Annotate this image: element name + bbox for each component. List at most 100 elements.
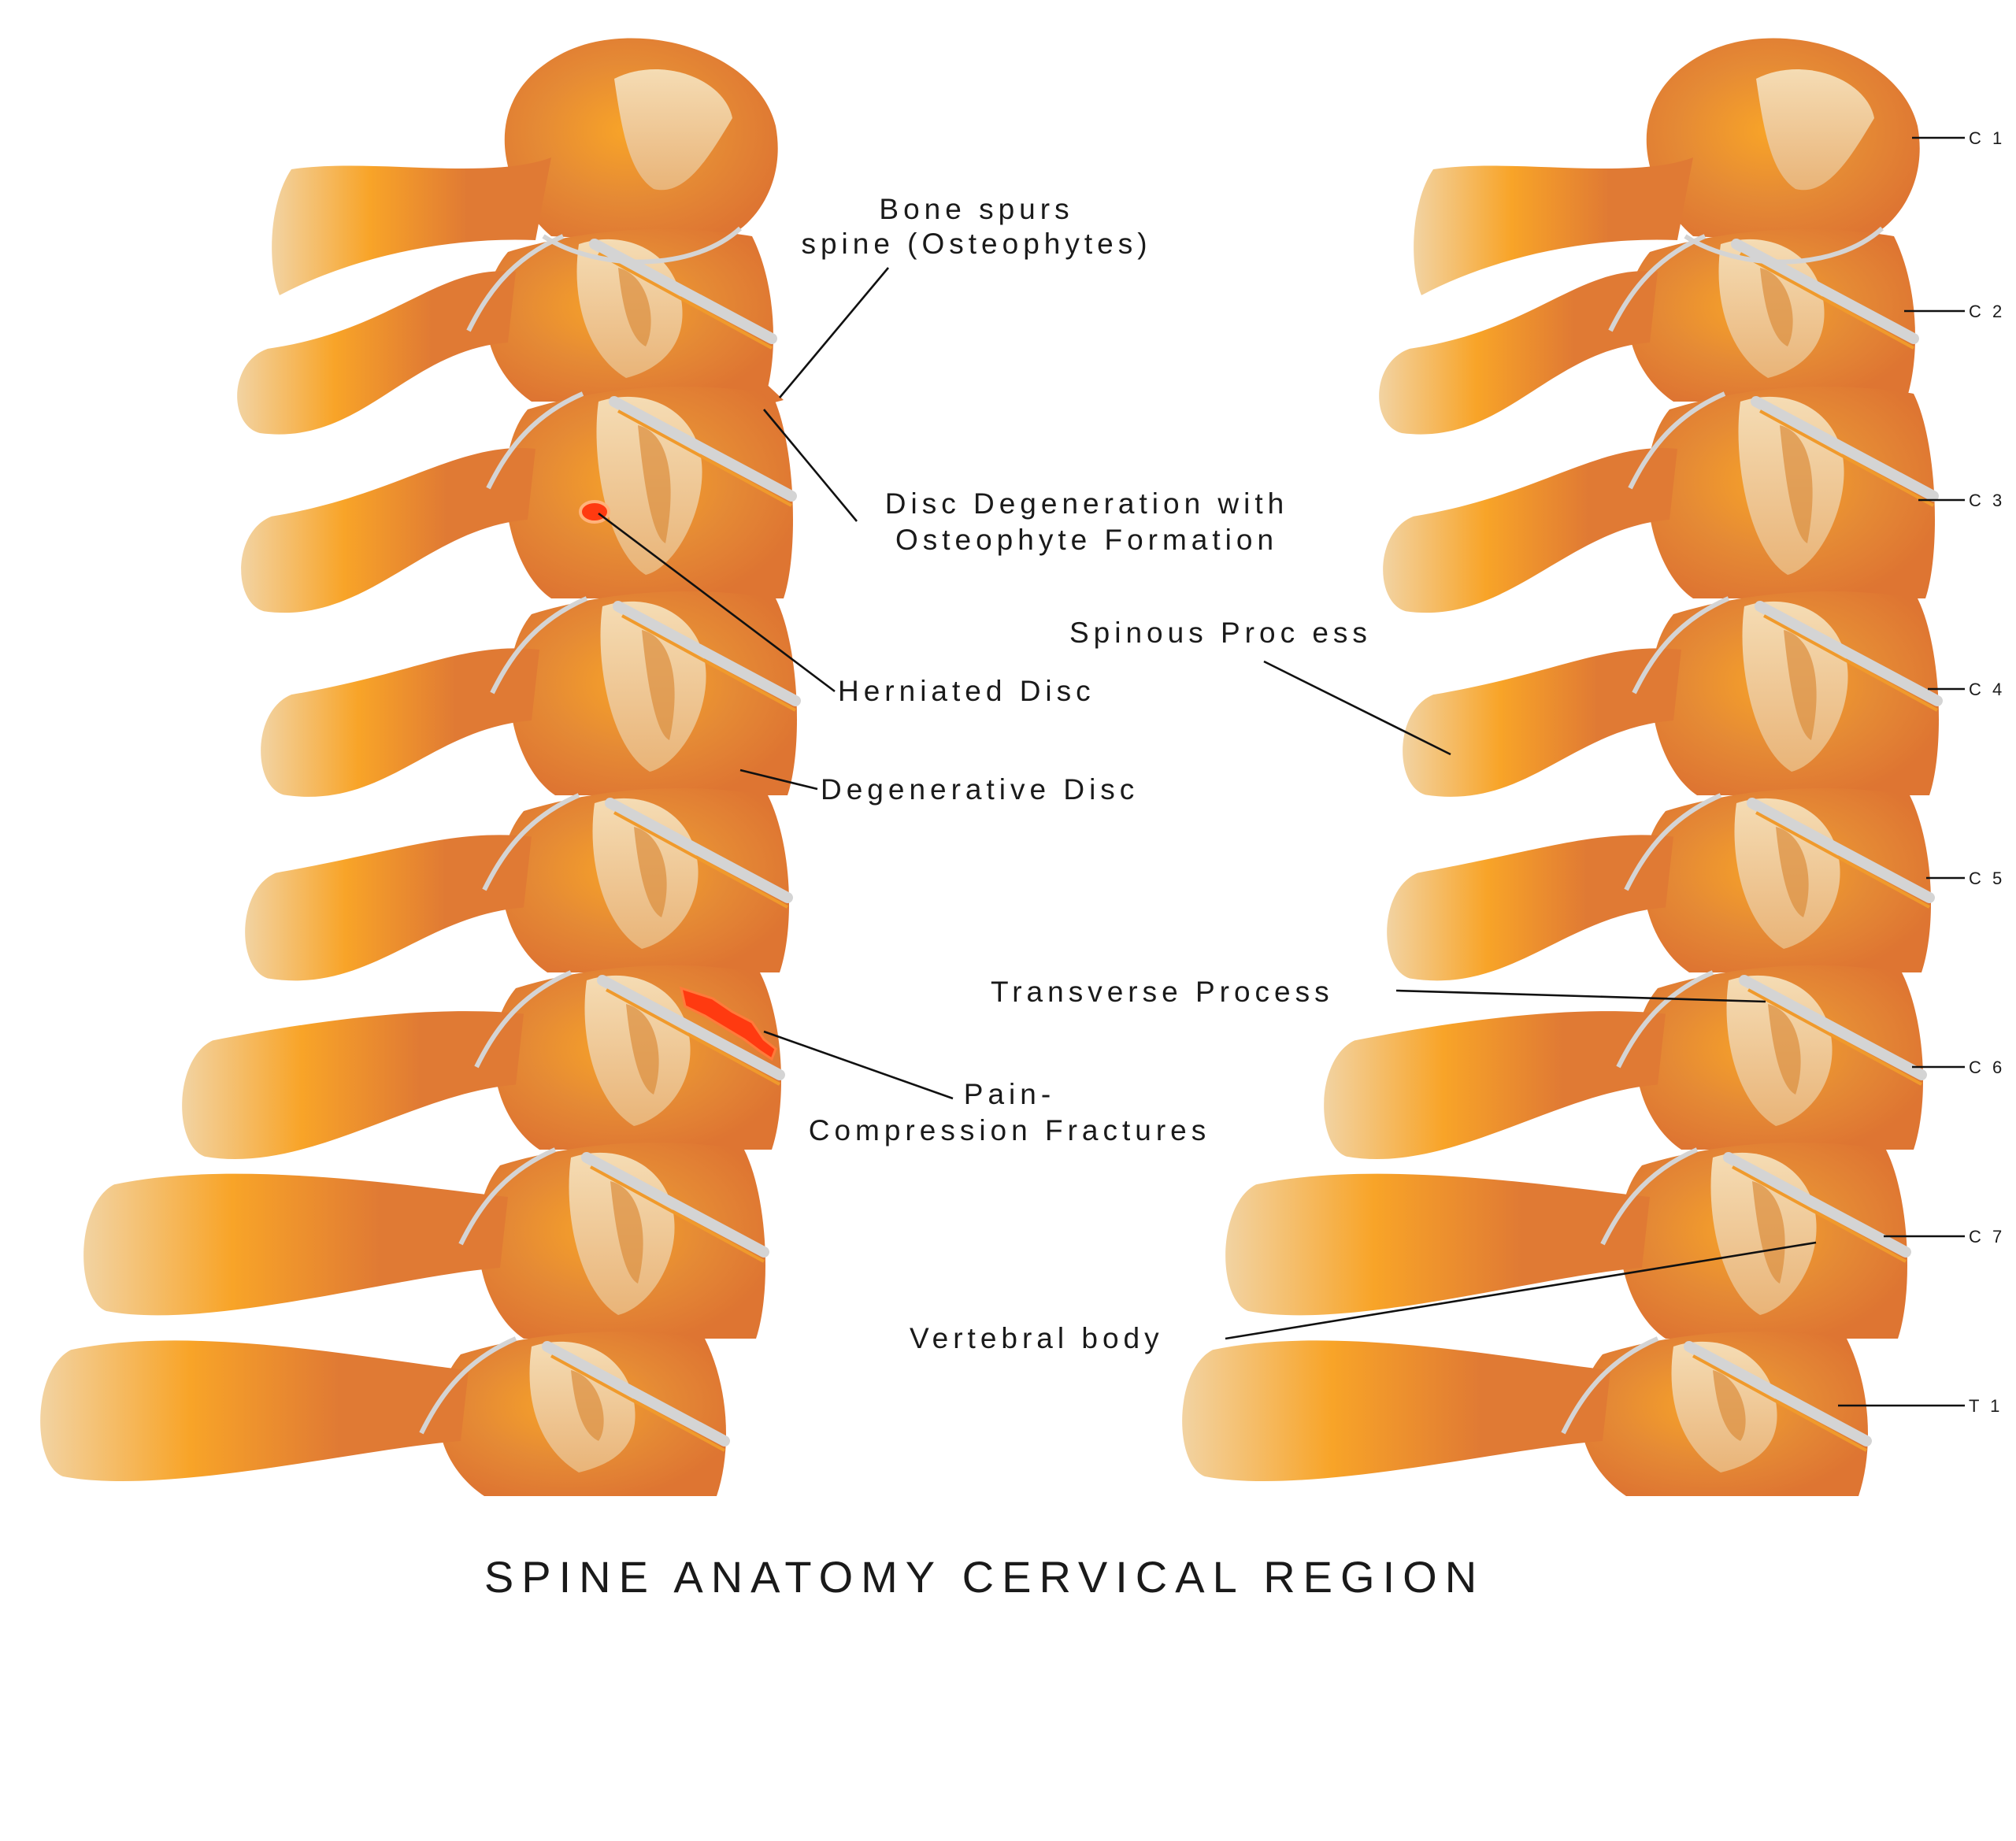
facet-joint-line — [1616, 970, 1714, 1069]
atlanto-axial-joint — [542, 226, 743, 265]
leader-vertebral-body — [1225, 1241, 1817, 1340]
intervertebral-disc — [609, 396, 797, 502]
compression-fracture-lesion — [679, 986, 777, 1061]
spinous-process-shape — [245, 835, 532, 981]
vertebra-level-label: C 4 — [1969, 680, 2005, 699]
label-transverse-process: Transverse Process — [991, 976, 1334, 1008]
vertebra-level-label: T 1 — [1969, 1396, 2003, 1416]
disc-edge — [613, 811, 788, 909]
leader-degenerative-disc — [739, 769, 818, 791]
facet-joint-line — [1624, 793, 1722, 891]
facet-shadow — [1776, 827, 1809, 917]
label-herniated-disc: Herniated Disc — [838, 675, 1095, 707]
label-compression-fractures-line2: Compression Fractures — [809, 1114, 1211, 1146]
facet-joint-line — [482, 793, 580, 891]
spinous-process-shape — [241, 448, 536, 613]
leader-bone-spurs — [779, 267, 889, 398]
spinous-process-shape — [1182, 1340, 1610, 1482]
facet-joint-line — [466, 234, 565, 332]
intervertebral-disc — [1747, 798, 1935, 903]
intervertebral-disc — [542, 1341, 730, 1446]
facet-shadow — [1713, 1370, 1746, 1441]
disc-edge — [617, 409, 792, 507]
lesion-markers — [579, 378, 784, 1061]
spinous-process-shape — [1379, 271, 1658, 435]
vertebra-level-label: C 7 — [1969, 1227, 2005, 1246]
intervertebral-disc — [1755, 601, 1943, 706]
facet-joint-line — [1608, 234, 1707, 332]
facet-joint-line — [1632, 596, 1730, 695]
disc-edge — [1740, 252, 1914, 350]
disc-edge — [590, 1165, 765, 1263]
facet-shadow — [1760, 268, 1793, 346]
intervertebral-disc — [1684, 1341, 1872, 1446]
facet-shadow — [634, 827, 667, 917]
label-spinous-process: Spinous Proc ess — [1069, 617, 1372, 649]
disc-edge — [1763, 614, 1938, 712]
disc-edge — [1755, 811, 1930, 909]
intervertebral-disc — [613, 601, 801, 706]
vertebra-level-label: C 5 — [1969, 869, 2005, 888]
disc-edge — [1692, 1354, 1867, 1452]
facet-joint-line — [474, 970, 573, 1069]
facet-shadow — [1752, 1181, 1785, 1284]
vertebra-level-label: C 6 — [1969, 1058, 2005, 1077]
spinous-process-shape — [1387, 835, 1673, 981]
label-disc-degeneration-line1: Disc Degeneration with — [885, 487, 1288, 520]
disc-edge — [606, 988, 780, 1086]
facet-joint-line — [486, 391, 584, 490]
left-leader-lines — [598, 267, 954, 1100]
label-disc-degeneration-line2: Osteophyte Formation — [895, 524, 1278, 556]
vertebra-level-label: C 1 — [1969, 128, 2005, 148]
intervertebral-disc — [1739, 975, 1927, 1080]
label-compression-fractures-line1: Pain- — [964, 1078, 1055, 1110]
leader-compression-fractures — [763, 1030, 954, 1100]
leader-spinous-process — [1263, 660, 1451, 756]
right-spine-illustration — [1182, 38, 1943, 1496]
spinous-process-shape — [40, 1340, 469, 1482]
spinous-process-shape — [1403, 648, 1681, 797]
facet-shadow — [638, 425, 671, 543]
facet-joint-line — [1628, 391, 1726, 490]
left-annotation-labels: Bone spurs spine (Osteophytes) Disc Dege… — [801, 193, 1288, 1146]
facet-shadow — [1780, 425, 1813, 543]
atlas-posterior-arch — [1414, 157, 1693, 295]
label-bone-spurs-line2: spine (Osteophytes) — [801, 228, 1151, 260]
facet-shadow — [571, 1370, 604, 1441]
label-bone-spurs-line1: Bone spurs — [879, 193, 1073, 225]
disc-edge — [598, 252, 773, 350]
facet-joint-line — [419, 1336, 517, 1435]
vertebra-level-label: C 2 — [1969, 302, 2005, 321]
disc-edge — [1759, 409, 1934, 507]
label-vertebral-body: Vertebral body — [910, 1322, 1164, 1354]
facet-joint-line — [1600, 1147, 1699, 1246]
vertebra-level-label: C 3 — [1969, 491, 2005, 510]
intervertebral-disc — [581, 1152, 769, 1258]
bone-spur-osteophyte — [760, 378, 784, 403]
atlas-posterior-arch — [272, 157, 551, 295]
diagram-title: SPINE ANATOMY CERVICAL REGION — [484, 1552, 1484, 1602]
facet-joint-line — [458, 1147, 557, 1246]
facet-shadow — [1784, 630, 1817, 740]
leader-disc-degeneration — [763, 409, 858, 522]
spinous-process-shape — [237, 271, 516, 435]
facet-shadow — [626, 1004, 659, 1095]
spinous-process-shape — [1324, 1011, 1666, 1160]
spinous-process-shape — [261, 648, 539, 797]
atlas-facet — [614, 69, 732, 191]
atlanto-axial-joint — [1684, 226, 1884, 265]
spinous-process-shape — [83, 1173, 508, 1316]
intervertebral-disc — [1723, 1152, 1911, 1258]
spinous-process-shape — [1383, 448, 1677, 613]
right-annotation-labels: Spinous Proc ess Transverse Process Vert… — [910, 128, 2005, 1416]
label-degenerative-disc: Degenerative Disc — [821, 773, 1139, 806]
disc-edge — [550, 1354, 725, 1452]
facet-joint-line — [1561, 1336, 1659, 1435]
left-spine-illustration — [40, 38, 801, 1496]
facet-shadow — [642, 630, 675, 740]
facet-shadow — [1768, 1004, 1801, 1095]
disc-edge — [1747, 988, 1922, 1086]
spinous-process-shape — [182, 1011, 524, 1160]
intervertebral-disc — [1751, 396, 1939, 502]
